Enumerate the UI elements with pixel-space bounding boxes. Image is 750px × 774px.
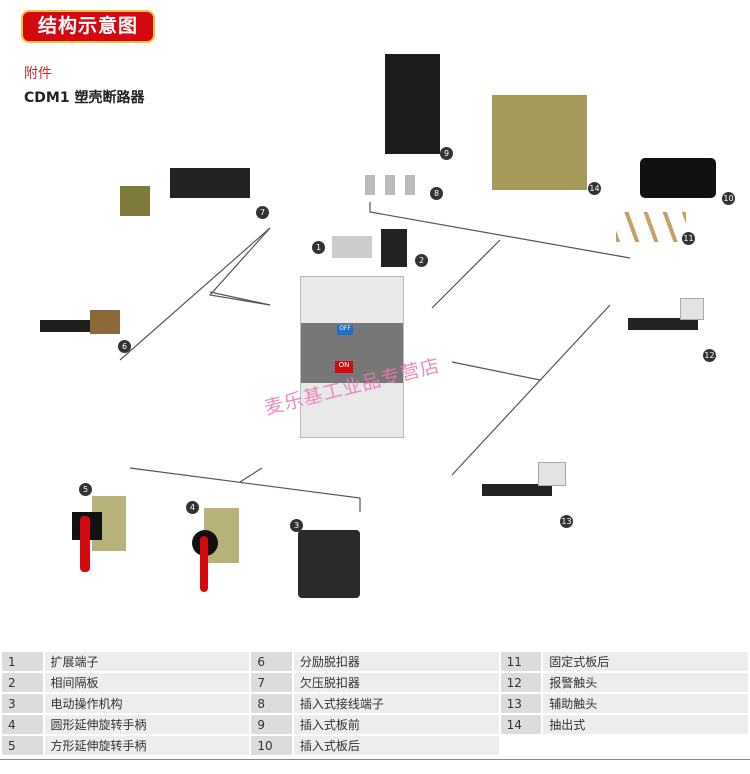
callout-7: 7 bbox=[256, 206, 269, 219]
legend-label: 圆形延伸旋转手柄 bbox=[44, 715, 250, 734]
expansion-terminals bbox=[332, 236, 372, 258]
on-button: ON bbox=[335, 361, 353, 373]
section-title-badge: 结构示意图 bbox=[21, 10, 155, 43]
callout-5: 5 bbox=[79, 483, 92, 496]
legend-label: 电动操作机构 bbox=[44, 694, 250, 713]
legend-num: 2 bbox=[2, 673, 43, 692]
empty-cell bbox=[543, 736, 748, 755]
connector-lines bbox=[119, 202, 631, 512]
legend-num: 7 bbox=[251, 673, 292, 692]
legend-label: 相间隔板 bbox=[44, 673, 250, 692]
round-handle bbox=[188, 500, 243, 595]
callout-13: 13 bbox=[560, 515, 573, 528]
legend-num: 12 bbox=[500, 673, 542, 692]
legend-label: 报警触头 bbox=[543, 673, 748, 692]
legend-num: 11 bbox=[500, 652, 542, 671]
callout-12: 12 bbox=[703, 349, 716, 362]
legend-label: 抽出式 bbox=[543, 715, 748, 734]
plug-in-rear-base bbox=[640, 158, 716, 198]
alarm-contact bbox=[628, 298, 708, 342]
plug-in-front-base bbox=[385, 54, 440, 154]
undervoltage-release bbox=[120, 168, 250, 228]
product-name: CDM1 塑壳断路器 bbox=[24, 90, 145, 106]
empty-cell bbox=[500, 736, 542, 755]
legend-num: 8 bbox=[251, 694, 292, 713]
callout-3: 3 bbox=[290, 519, 303, 532]
legend-label: 欠压脱扣器 bbox=[293, 673, 499, 692]
legend-num: 6 bbox=[251, 652, 292, 671]
off-label: OFF bbox=[337, 325, 353, 335]
legend-num: 9 bbox=[251, 715, 292, 734]
legend-num: 4 bbox=[2, 715, 43, 734]
legend-label: 分励脱扣器 bbox=[293, 652, 499, 671]
callout-6: 6 bbox=[118, 340, 131, 353]
plug-in-terminals bbox=[365, 175, 425, 195]
legend-label: 辅助触头 bbox=[543, 694, 748, 713]
legend-label: 插入式板前 bbox=[293, 715, 499, 734]
legend-num: 10 bbox=[251, 736, 292, 755]
legend-num: 13 bbox=[500, 694, 542, 713]
legend-label: 方形延伸旋转手柄 bbox=[44, 736, 250, 755]
phase-barrier bbox=[381, 229, 407, 267]
square-handle bbox=[68, 490, 130, 580]
legend-label: 插入式接线端子 bbox=[293, 694, 499, 713]
callout-8: 8 bbox=[430, 187, 443, 200]
motor-operator bbox=[298, 530, 360, 598]
subtitle: 附件 bbox=[24, 66, 52, 82]
callout-1: 1 bbox=[312, 241, 325, 254]
callout-2: 2 bbox=[415, 254, 428, 267]
legend-num: 3 bbox=[2, 694, 43, 713]
callout-4: 4 bbox=[186, 501, 199, 514]
legend-num: 5 bbox=[2, 736, 43, 755]
callout-11: 11 bbox=[682, 232, 695, 245]
breaker-body: OFF ON bbox=[300, 276, 404, 438]
callout-9: 9 bbox=[440, 147, 453, 160]
callout-14: 14 bbox=[588, 182, 601, 195]
table-bottom-rule bbox=[0, 759, 750, 760]
legend-label: 插入式板后 bbox=[293, 736, 499, 755]
auxiliary-contact bbox=[482, 462, 572, 510]
rear-studs bbox=[616, 212, 686, 242]
legend-num: 14 bbox=[500, 715, 542, 734]
legend-label: 扩展端子 bbox=[44, 652, 250, 671]
draw-out-unit bbox=[492, 95, 587, 190]
shunt-release bbox=[40, 310, 130, 346]
callout-10: 10 bbox=[722, 192, 735, 205]
legend-num: 1 bbox=[2, 652, 43, 671]
legend-label: 固定式板后 bbox=[543, 652, 748, 671]
